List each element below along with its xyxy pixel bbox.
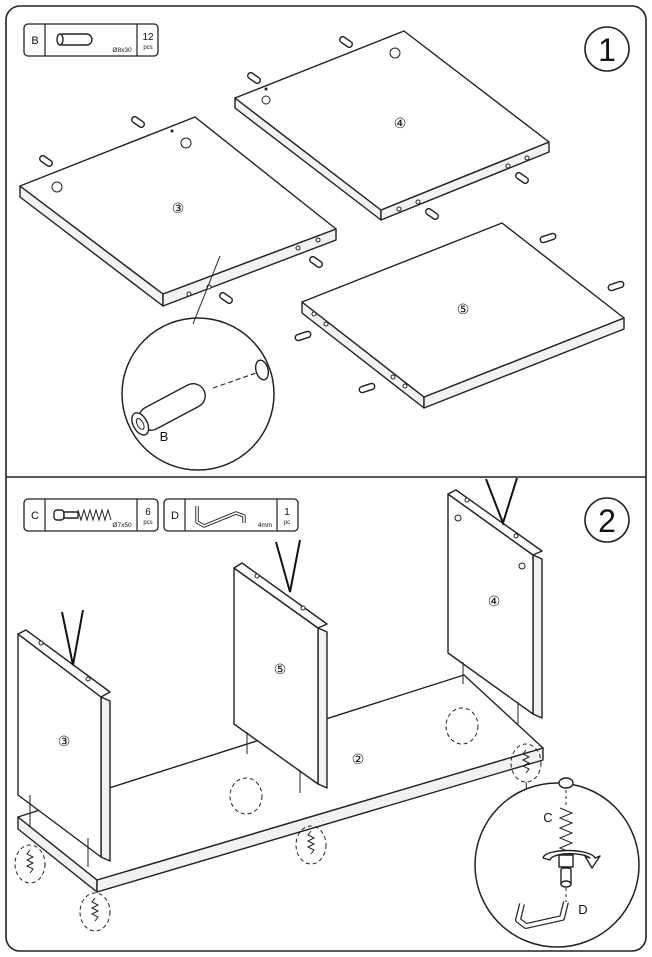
part-b-size: Ø8x30 [112,47,132,54]
side-panel-3: ③ [17,609,111,867]
part-b-qty: 12 [142,32,154,43]
step-1-number: 1 [598,32,616,68]
panel-5-label: ⑤ [457,301,470,317]
dowel-detail-icon [131,383,206,436]
panel-4-label: ④ [394,115,407,131]
cam-bolt-callout [14,844,46,884]
part-c-size: Ø7x50 [112,522,132,529]
part-c-qty: 6 [145,507,151,518]
side-panel-3-label: ③ [58,733,71,749]
base-panel-label: ② [352,751,365,767]
part-c-unit: pcs [143,520,152,526]
detail-cam-bolt: C D [474,777,640,948]
part-box-b: B Ø8x30 12 pcs [23,23,159,57]
step-1-badge: 1 [584,26,630,72]
insert-arrow-icon [275,539,301,593]
detail-dowel-insertion: B [121,255,275,471]
step-1: B Ø8x30 12 pcs 1 ③ [19,23,630,471]
dowels-panel-3 [39,116,323,304]
side-panel-5: ⑤ [233,539,328,793]
part-box-d: D 4mm 1 pc [163,498,299,532]
base-panel-2: ② [17,674,544,893]
side-panel-5-label: ⑤ [274,661,287,677]
part-d-unit: pc [284,520,290,526]
cam-bolt-callout [79,892,111,932]
dowels-panel-5 [294,232,625,394]
cam-bolt-detail-icon [558,807,574,868]
part-b-letter: B [31,35,38,47]
part-d-qty: 1 [284,507,290,518]
part-b-unit: pcs [143,45,152,51]
base-hole-marker [229,777,263,815]
rotate-arrow-icon [542,849,601,869]
base-hole-marker [445,707,479,745]
side-panel-4-label: ④ [488,593,501,609]
panel-3-label: ③ [172,200,185,216]
step-2-badge: 2 [584,497,630,543]
dowels-panel-4 [247,36,529,220]
part-c-letter: C [31,510,39,522]
panel-3: ③ [19,116,337,307]
detail-c-label: C [543,810,552,825]
detail-d-label: D [578,902,587,917]
allen-key-detail-icon [515,901,569,929]
panel-5: ⑤ [301,222,625,409]
insert-arrow-icon [61,609,84,666]
step-2: C Ø7x50 6 pcs D 4mm 1 pc [14,477,640,948]
part-d-letter: D [171,510,179,522]
side-panel-4: ④ [447,477,543,724]
part-d-size: 4mm [258,522,272,529]
detail-b-label: B [160,429,169,444]
insert-arrow-icon [485,477,518,527]
part-box-c: C Ø7x50 6 pcs [23,498,159,532]
cam-bolt-icon [53,508,112,522]
step-2-number: 2 [598,503,616,539]
dowel-icon [56,33,93,46]
cam-bolt-callout [295,825,327,865]
allen-key-icon [195,506,246,528]
panel-4: ④ [234,30,550,221]
sheet-border [5,5,647,952]
